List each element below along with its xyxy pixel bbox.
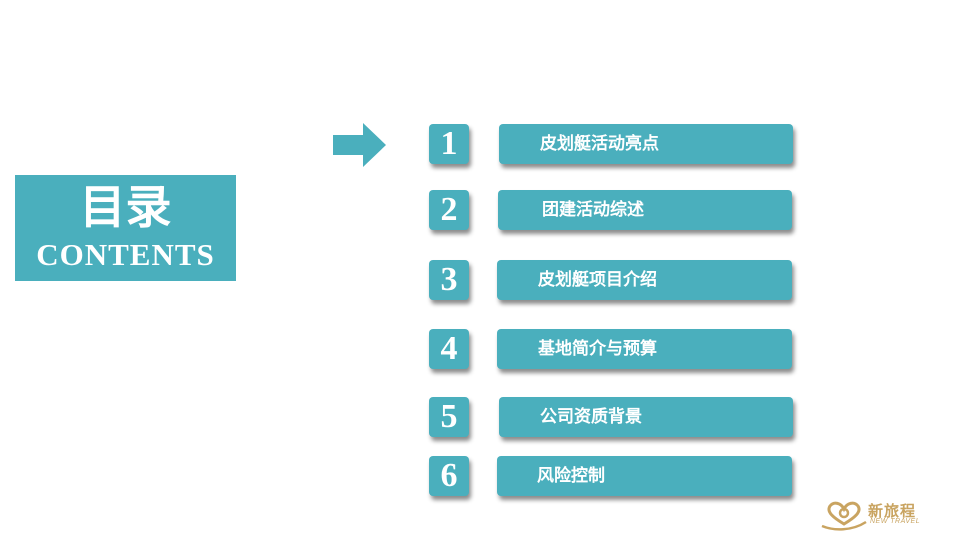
contents-title-box: 目录 CONTENTS [15,175,236,281]
item-label-5[interactable]: 公司资质背景 [499,397,793,437]
item-number-6[interactable]: 6 [429,456,469,496]
heart-swoosh-icon [821,501,867,531]
item-label-3[interactable]: 皮划艇项目介绍 [497,260,792,300]
item-number-3[interactable]: 3 [429,260,469,300]
item-label-6[interactable]: 风险控制 [497,456,792,496]
item-number-1[interactable]: 1 [429,124,469,164]
logo-text-en: NEW TRAVEL [870,518,921,525]
item-label-1[interactable]: 皮划艇活动亮点 [499,124,793,164]
title-cn: 目录 [79,180,172,234]
logo-text-cn: 新旅程 [868,502,917,520]
item-number-5[interactable]: 5 [429,397,469,437]
item-label-2[interactable]: 团建活动综述 [498,190,792,230]
item-number-4[interactable]: 4 [429,329,469,369]
item-number-2[interactable]: 2 [429,190,469,230]
arrow-right-icon [333,123,386,167]
item-label-4[interactable]: 基地简介与预算 [497,329,792,369]
title-en: CONTENTS [36,237,215,272]
brand-logo: 新旅程 NEW TRAVEL [820,500,930,532]
